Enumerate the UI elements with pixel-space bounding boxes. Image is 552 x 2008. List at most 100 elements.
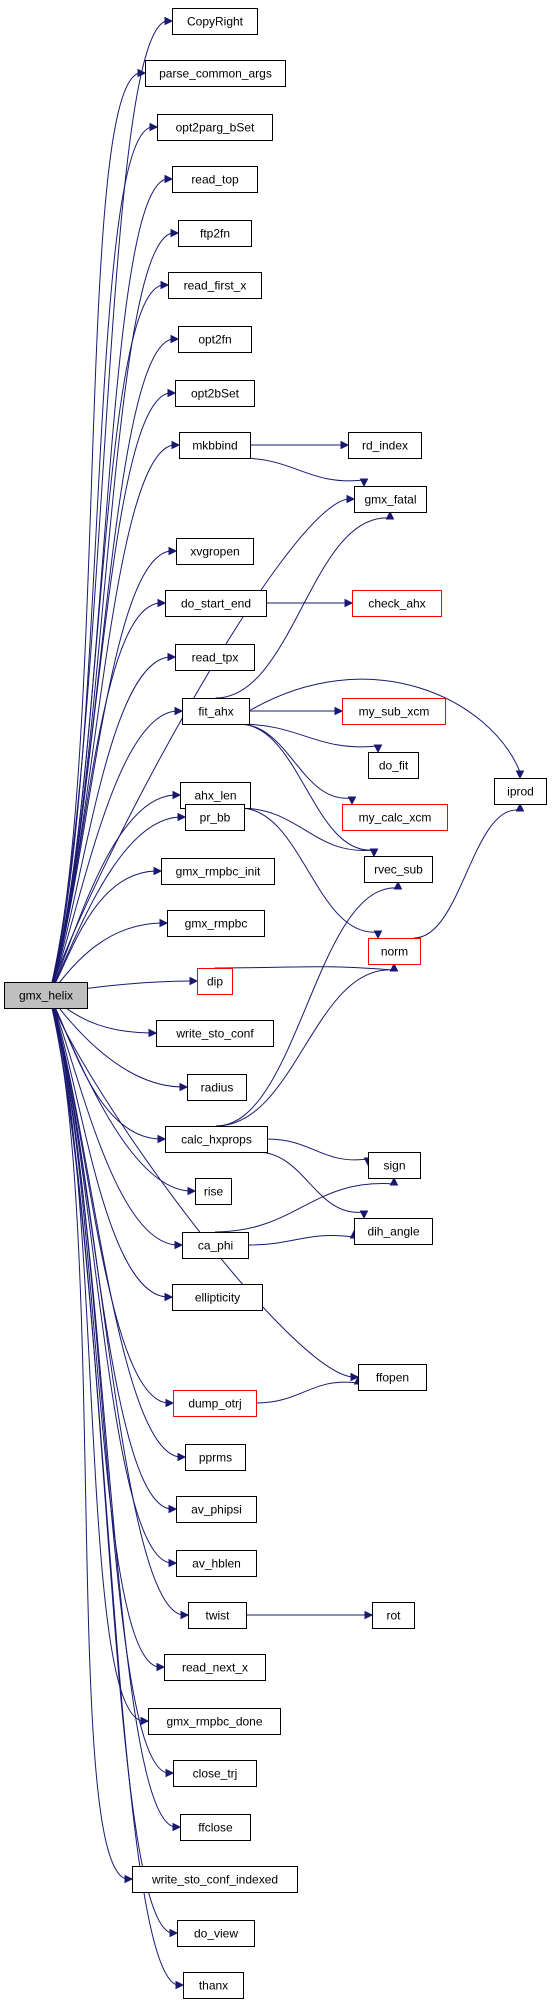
- node-ftp2fn[interactable]: ftp2fn: [178, 220, 252, 247]
- node-label: my_calc_xcm: [359, 811, 432, 825]
- node-opt2fn[interactable]: opt2fn: [178, 326, 252, 353]
- node-label: norm: [381, 945, 408, 959]
- node-box: [185, 804, 245, 831]
- node-label: read_tpx: [192, 651, 239, 665]
- node-box: [176, 538, 254, 565]
- node-label: twist: [206, 1609, 231, 1623]
- node-do-fit[interactable]: do_fit: [368, 752, 419, 779]
- node-label: do_view: [194, 1927, 238, 1941]
- node-label: do_fit: [379, 759, 409, 773]
- arrowhead-gmx_helix-to-thanx: [175, 1980, 185, 1990]
- node-read-tpx[interactable]: read_tpx: [175, 644, 255, 671]
- node-CopyRight[interactable]: CopyRight: [172, 8, 258, 35]
- node-rot[interactable]: rot: [372, 1602, 415, 1629]
- arrowhead-gmx_helix-to-av_hblen: [168, 1558, 178, 1568]
- arrowhead-gmx_helix-to-dump_otrj: [165, 1398, 175, 1408]
- node-mkbbind[interactable]: mkbbind: [179, 432, 251, 459]
- edge-gmx_helix-to-parse_common_args: [48, 72, 140, 996]
- arrowhead-gmx_helix-to-gmx_fatal: [346, 494, 356, 504]
- node-write-sto-conf[interactable]: write_sto_conf: [156, 1020, 274, 1047]
- node-do-view[interactable]: do_view: [177, 1920, 255, 1947]
- node-dump-otrj[interactable]: dump_otrj: [173, 1390, 257, 1417]
- node-close-trj[interactable]: close_trj: [173, 1760, 257, 1787]
- edge-gmx_helix-to-rise: [48, 994, 190, 1192]
- node-fit-ahx[interactable]: fit_ahx: [182, 698, 250, 725]
- node-label: write_sto_conf_indexed: [151, 1873, 278, 1887]
- node-box: [164, 1654, 266, 1681]
- node-pr-bb[interactable]: pr_bb: [185, 804, 245, 831]
- edge-ahx_len-to-norm: [239, 807, 379, 933]
- node-gmx-fatal[interactable]: gmx_fatal: [354, 486, 427, 513]
- edge-gmx_helix-to-close_trj: [48, 994, 168, 1774]
- arrowhead-ahx_len-to-rvec_sub: [369, 848, 379, 858]
- node-opt2parg-bSet[interactable]: opt2parg_bSet: [157, 114, 273, 141]
- node-twist[interactable]: twist: [188, 1602, 247, 1629]
- arrowhead-gmx_helix-to-opt2bSet: [167, 388, 177, 398]
- node-read-top[interactable]: read_top: [172, 166, 258, 193]
- node-gmx-helix[interactable]: gmx_helix: [4, 982, 88, 1009]
- node-norm[interactable]: norm: [368, 938, 421, 965]
- node-label: av_phipsi: [191, 1503, 242, 1517]
- node-box: [182, 1232, 249, 1259]
- node-pprms[interactable]: pprms: [185, 1444, 246, 1471]
- node-dip[interactable]: dip: [197, 968, 233, 995]
- node-radius[interactable]: radius: [187, 1074, 247, 1101]
- node-av-hblen[interactable]: av_hblen: [176, 1550, 257, 1577]
- node-read-next-x[interactable]: read_next_x: [164, 1654, 266, 1681]
- node-box: [173, 1760, 257, 1787]
- edge-ca_phi-to-sign: [214, 1183, 395, 1233]
- node-box: [175, 380, 255, 407]
- arrowhead-gmx_helix-to-parse_common_args: [137, 68, 147, 78]
- node-label: read_first_x: [184, 279, 247, 293]
- edge-gmx_helix-to-ca_phi: [48, 994, 177, 1246]
- edge-gmx_helix-to-read_first_x: [48, 284, 163, 996]
- node-box: [4, 982, 88, 1009]
- node-gmx-rmpbc-init[interactable]: gmx_rmpbc_init: [161, 858, 275, 885]
- arrowhead-fit_ahx-to-iprod: [515, 770, 525, 780]
- node-write-sto-conf-indexed[interactable]: write_sto_conf_indexed: [132, 1866, 298, 1893]
- node-label: write_sto_conf: [175, 1027, 254, 1041]
- node-label: fit_ahx: [198, 705, 233, 719]
- node-ellipticity[interactable]: ellipticity: [172, 1284, 263, 1311]
- node-ffopen[interactable]: ffopen: [358, 1364, 427, 1391]
- node-iprod[interactable]: iprod: [494, 778, 547, 805]
- node-av-phipsi[interactable]: av_phipsi: [176, 1496, 257, 1523]
- edge-calc_hxprops-to-sign: [266, 1138, 369, 1161]
- node-gmx-rmpbc-done[interactable]: gmx_rmpbc_done: [148, 1708, 281, 1735]
- edge-gmx_helix-to-ellipticity: [48, 994, 167, 1298]
- arrowhead-gmx_helix-to-read_first_x: [160, 280, 170, 290]
- node-xvgropen[interactable]: xvgropen: [176, 538, 254, 565]
- node-box: [354, 486, 427, 513]
- arrowhead-norm-to-iprod: [515, 802, 525, 812]
- node-read-first-x[interactable]: read_first_x: [168, 272, 262, 299]
- node-my-sub-xcm[interactable]: my_sub_xcm: [342, 698, 446, 725]
- node-label: my_sub_xcm: [359, 705, 430, 719]
- node-opt2bSet[interactable]: opt2bSet: [175, 380, 255, 407]
- node-box: [157, 114, 273, 141]
- edge-calc_hxprops-to-rvec_sub: [215, 887, 399, 1127]
- arrowhead-gmx_helix-to-twist: [180, 1610, 190, 1620]
- node-box: [197, 968, 233, 995]
- node-parse-common-args[interactable]: parse_common_args: [145, 60, 286, 87]
- node-ca-phi[interactable]: ca_phi: [182, 1232, 249, 1259]
- node-label: av_hblen: [192, 1557, 241, 1571]
- nodes-layer: gmx_helix CopyRight parse_common_args opt2p…: [4, 8, 547, 1999]
- node-rise[interactable]: rise: [195, 1178, 232, 1205]
- node-label: dip: [207, 975, 223, 989]
- node-label: CopyRight: [187, 15, 244, 29]
- node-thanx[interactable]: thanx: [183, 1972, 244, 1999]
- node-rd-index[interactable]: rd_index: [348, 432, 422, 459]
- node-ffclose[interactable]: ffclose: [180, 1814, 251, 1841]
- arrowhead-do_start_end-to-check_ahx: [344, 598, 354, 608]
- edge-gmx_helix-to-opt2bSet: [48, 392, 170, 996]
- node-my-calc-xcm[interactable]: my_calc_xcm: [342, 804, 448, 831]
- node-calc-hxprops[interactable]: calc_hxprops: [165, 1126, 268, 1153]
- node-sign[interactable]: sign: [368, 1152, 421, 1179]
- node-rvec-sub[interactable]: rvec_sub: [364, 856, 433, 883]
- node-check-ahx[interactable]: check_ahx: [352, 590, 442, 617]
- node-do-start-end[interactable]: do_start_end: [165, 590, 267, 617]
- node-box: [178, 220, 252, 247]
- node-label: ffclose: [198, 1821, 233, 1835]
- node-gmx-rmpbc[interactable]: gmx_rmpbc: [167, 910, 265, 937]
- node-dih-angle[interactable]: dih_angle: [354, 1218, 433, 1245]
